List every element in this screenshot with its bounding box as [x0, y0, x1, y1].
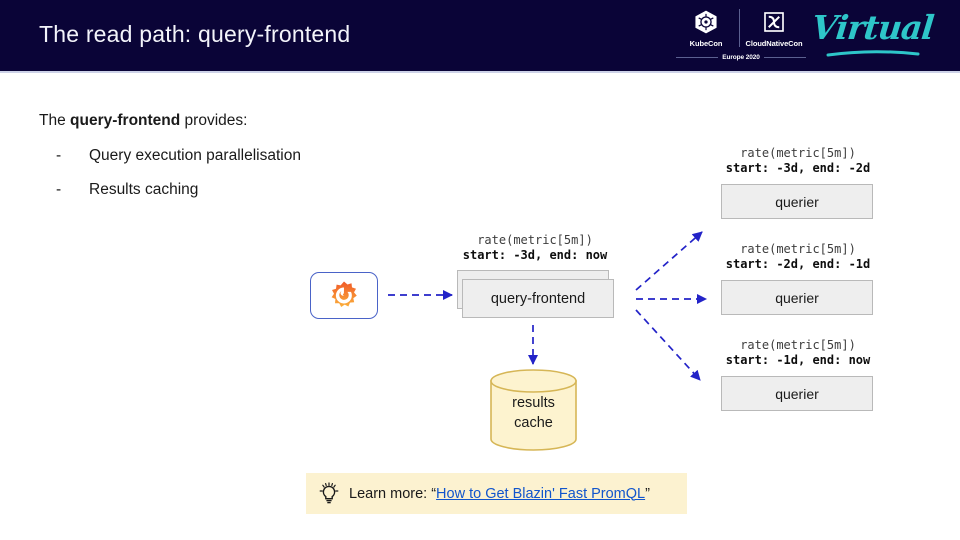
- cloudnativecon-wordmark: CloudNativeCon: [745, 39, 803, 48]
- bullet-marker: -: [56, 147, 62, 164]
- querier-query-code-3: rate(metric[5m]) start: -1d, end: now: [717, 338, 879, 369]
- kubecon-logo: KubeCon: [676, 7, 736, 48]
- logo-divider: [739, 9, 740, 47]
- learn-more-callout: Learn more: “How to Get Blazin' Fast Pro…: [306, 473, 687, 514]
- blazin-fast-promql-link[interactable]: How to Get Blazin' Fast PromQL: [436, 485, 646, 502]
- page-title: The read path: query-frontend: [39, 21, 351, 47]
- querier-node-1[interactable]: querier: [721, 184, 873, 219]
- edition-label: Europe 2020: [722, 53, 760, 61]
- querier-label: querier: [775, 193, 819, 210]
- virtual-badge: Virtual: [810, 8, 937, 60]
- bullet-item-caching: - Results caching: [56, 181, 198, 199]
- arrow-query-frontend-to-querier-1: [635, 231, 703, 291]
- lightbulb-icon: [319, 481, 339, 503]
- results-cache-label: results cache: [489, 394, 578, 433]
- querier-label: querier: [775, 289, 819, 306]
- callout-suffix: ”: [645, 485, 650, 502]
- intro-sentence: The query-frontend provides:: [39, 112, 247, 130]
- cache-label-line2: cache: [514, 414, 553, 431]
- conference-logo-lockup: KubeCon CloudNativeCon Europe 2020: [676, 7, 806, 63]
- cloudnativecon-logo: CloudNativeCon: [744, 7, 804, 48]
- query-frontend-node[interactable]: query-frontend: [457, 270, 617, 320]
- intro-prefix: The: [39, 112, 71, 129]
- arrow-query-frontend-to-querier-3: [635, 309, 701, 381]
- intro-bold-term: query-frontend: [70, 112, 181, 129]
- querier-node-3[interactable]: querier: [721, 376, 873, 411]
- conference-edition: Europe 2020: [676, 51, 806, 63]
- code-range-line: start: -3d, end: -2d: [725, 161, 871, 176]
- kubecon-wordmark: KubeCon: [689, 39, 723, 48]
- edition-rule-right: [763, 56, 806, 58]
- grafana-client-node[interactable]: [310, 272, 378, 319]
- kubernetes-helm-icon: [676, 7, 736, 37]
- querier-node-2[interactable]: querier: [721, 280, 873, 315]
- query-frontend-box-front[interactable]: query-frontend: [462, 279, 614, 318]
- querier-label: querier: [775, 385, 819, 402]
- header-underline: [0, 71, 960, 73]
- code-rate-line: rate(metric[5m]): [740, 242, 856, 256]
- code-rate-line: rate(metric[5m]): [477, 233, 593, 247]
- code-rate-line: rate(metric[5m]): [740, 338, 856, 352]
- grafana-icon: [331, 281, 357, 307]
- bullet-label: Query execution parallelisation: [89, 147, 301, 164]
- code-rate-line: rate(metric[5m]): [740, 146, 856, 160]
- cncf-square-icon: [744, 7, 804, 37]
- virtual-underline-swoosh: [826, 50, 920, 57]
- slide-header: [0, 0, 960, 71]
- learn-more-text: Learn more: “How to Get Blazin' Fast Pro…: [349, 486, 650, 502]
- cache-label-line1: results: [512, 395, 555, 411]
- bullet-marker: -: [56, 181, 62, 198]
- querier-query-code-2: rate(metric[5m]) start: -2d, end: -1d: [717, 242, 879, 273]
- query-frontend-label: query-frontend: [490, 290, 586, 307]
- callout-prefix: Learn more: “: [349, 485, 437, 502]
- code-range-line: start: -3d, end: now: [462, 248, 608, 263]
- code-range-line: start: -1d, end: now: [725, 353, 871, 368]
- bullet-label: Results caching: [89, 181, 199, 198]
- edition-rule-left: [676, 56, 719, 58]
- code-range-line: start: -2d, end: -1d: [725, 257, 871, 272]
- results-cache-node[interactable]: results cache: [489, 368, 578, 452]
- database-cylinder-icon: [490, 369, 577, 451]
- bullet-item-parallelisation: - Query execution parallelisation: [56, 147, 301, 165]
- querier-query-code-1: rate(metric[5m]) start: -3d, end: -2d: [717, 146, 879, 177]
- query-frontend-query-code: rate(metric[5m]) start: -3d, end: now: [455, 233, 615, 264]
- intro-suffix: provides:: [180, 112, 248, 129]
